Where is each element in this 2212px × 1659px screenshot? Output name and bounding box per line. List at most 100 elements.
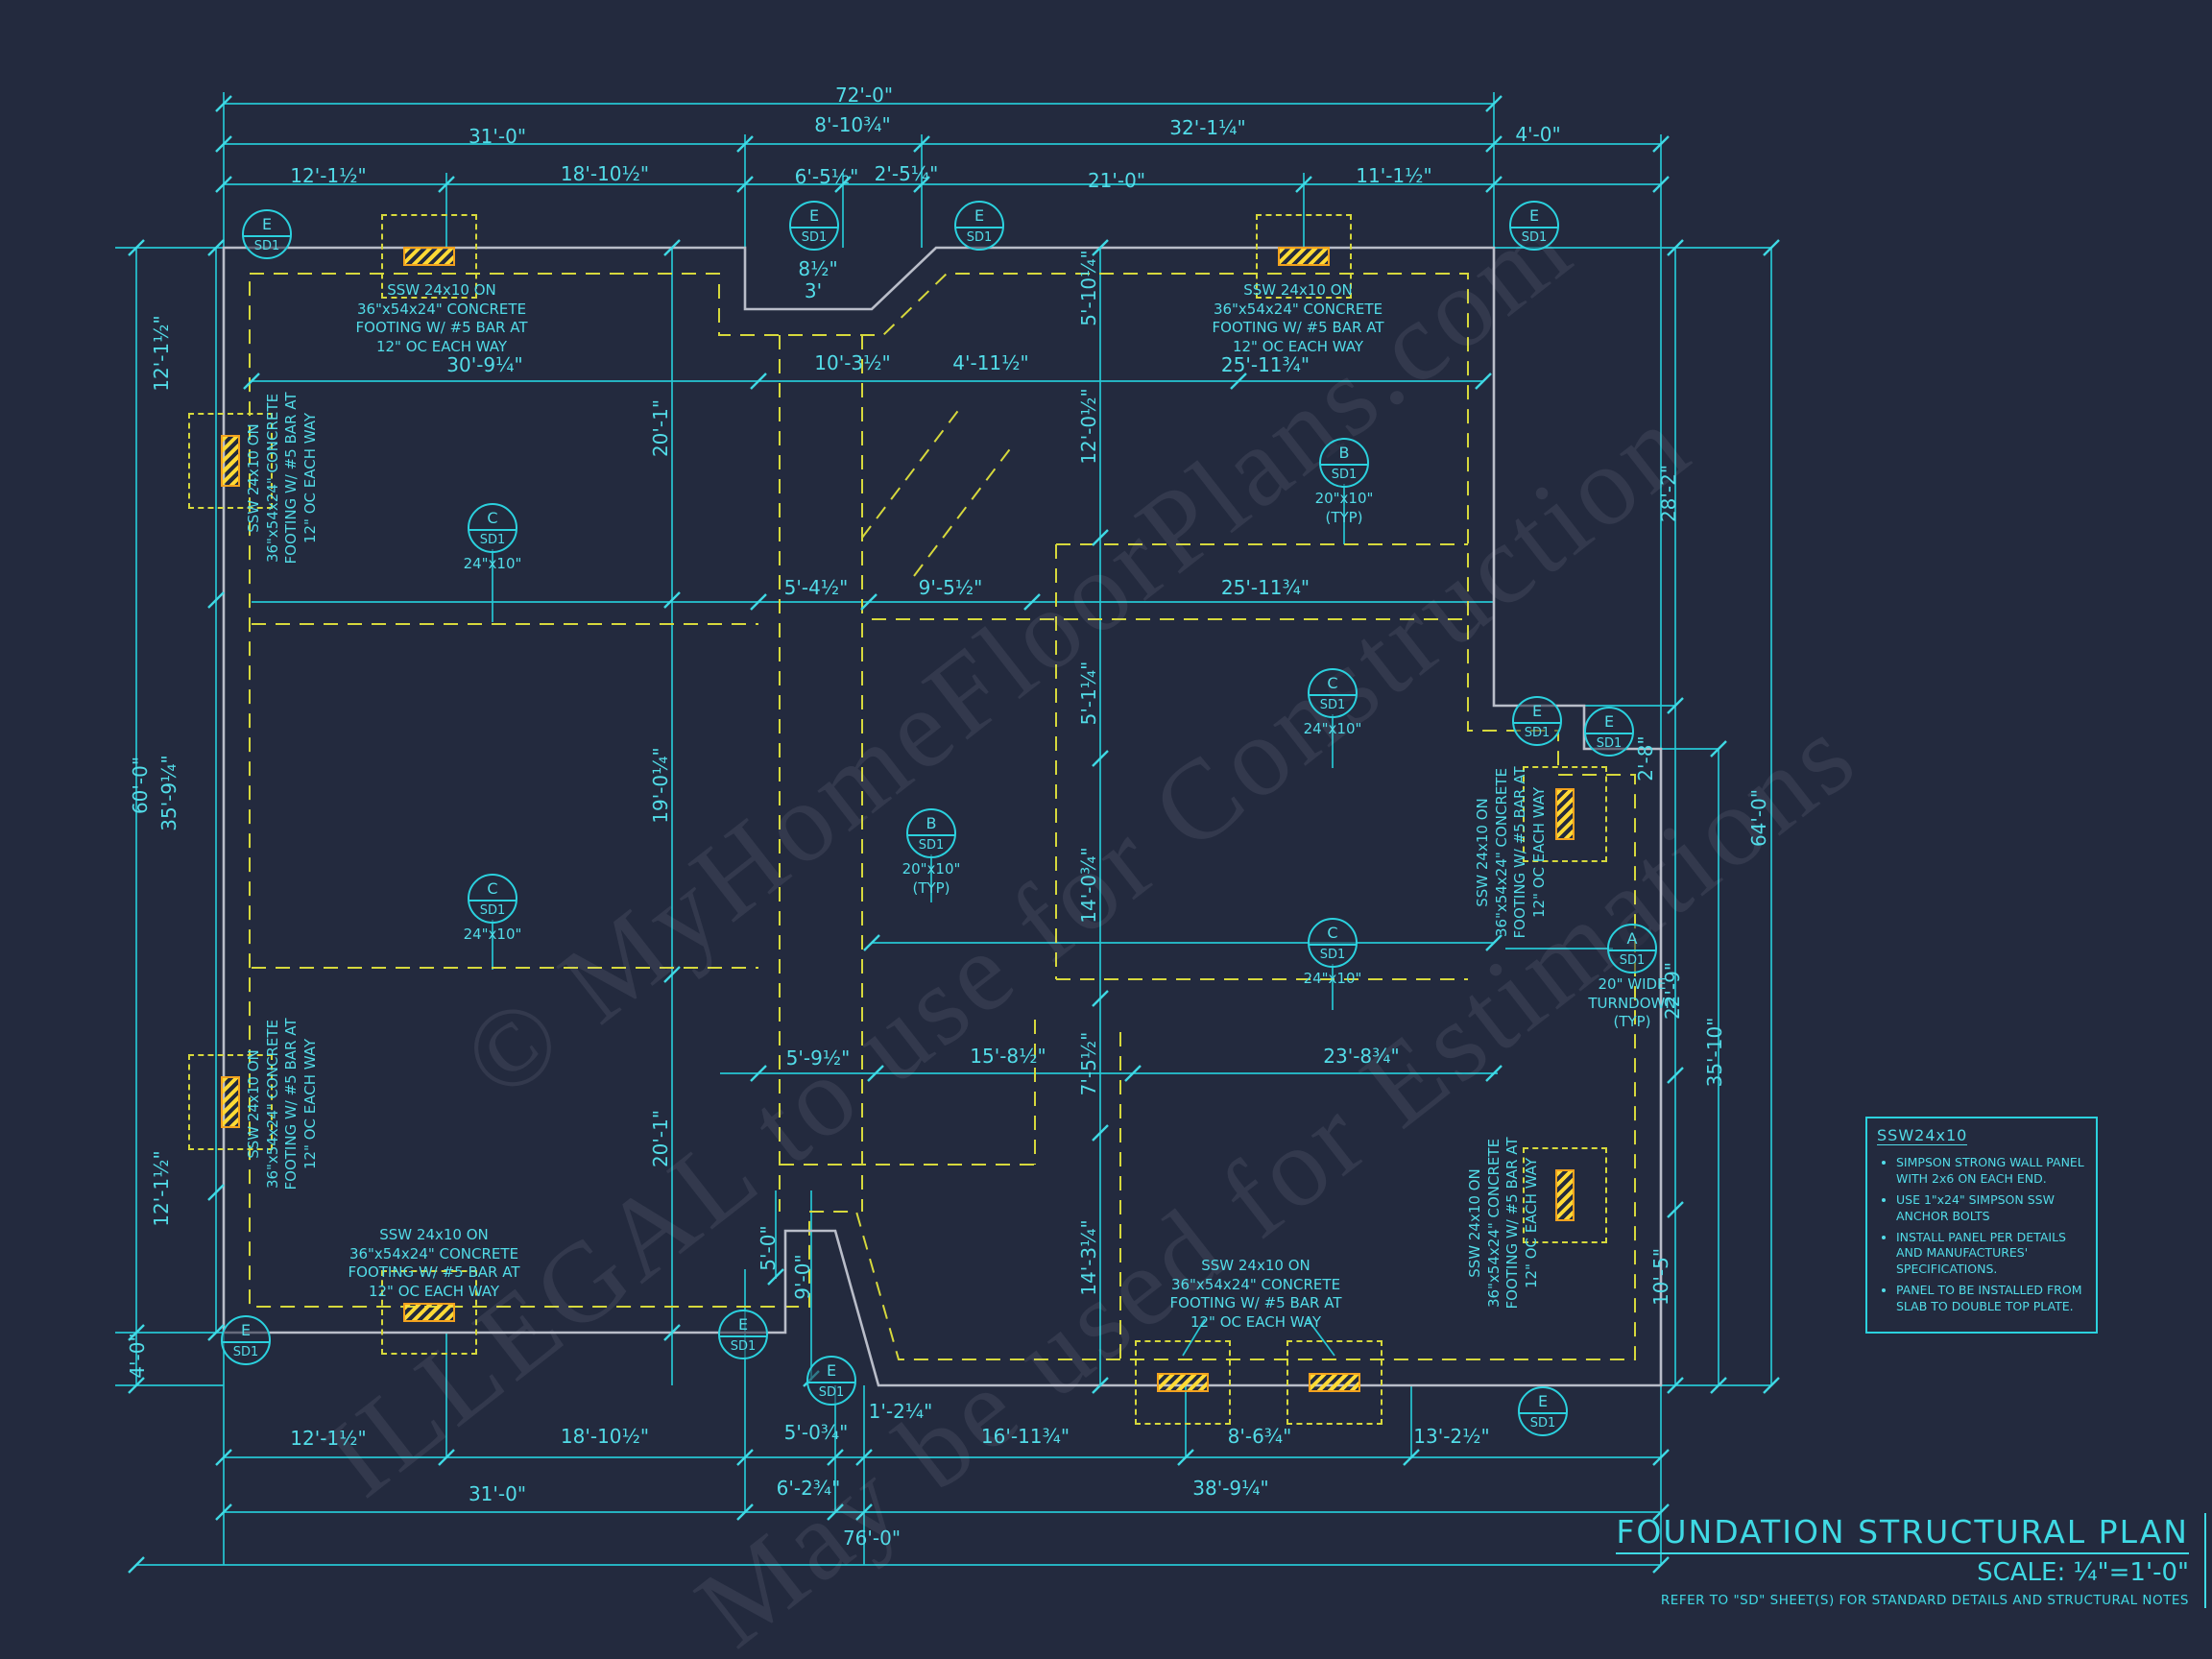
anchor-footing-box <box>381 214 477 299</box>
callout-note-line: 20" WIDE <box>1598 975 1667 993</box>
anchor-bolt-symbol <box>1278 247 1330 266</box>
callout-note-line: 24"x10" <box>463 926 522 943</box>
dim-label: 19'-0¼" <box>649 747 672 824</box>
anchor-footing-box <box>1256 214 1352 299</box>
callout-sheet: SD1 <box>818 1384 845 1400</box>
dim-label: 20'-1" <box>649 1109 672 1168</box>
footing-note-line: 36"x54x24" CONCRETE <box>263 393 281 564</box>
dim-label: 6'-5½" <box>794 165 859 188</box>
callout-letter: C <box>1327 923 1338 942</box>
callout-divider <box>244 234 290 237</box>
callout-divider <box>1310 693 1356 696</box>
anchor-bolt-symbol <box>403 1303 455 1322</box>
detail-callout: E SD1 <box>806 1356 856 1406</box>
anchor-footing-box <box>1286 1340 1382 1425</box>
footing-note-line: 12" OC EACH WAY <box>1529 786 1548 919</box>
dim-label: 25'-11¾" <box>1220 353 1310 376</box>
callout-sheet: SD1 <box>801 229 828 245</box>
footing-note-line: SSW 24x10 ON <box>387 281 496 299</box>
footing-note-line: FOOTING W/ #5 BAR AT <box>1503 1137 1521 1310</box>
anchor-footing-box <box>381 1270 477 1355</box>
callout-letter: E <box>1603 711 1615 731</box>
wall-outline <box>222 246 1663 1387</box>
dim-label: 10'-3½" <box>814 351 891 374</box>
dimension-lines <box>115 92 1772 1566</box>
dim-label: 8'-6¾" <box>1227 1425 1292 1448</box>
drawing-reference-note: REFER TO "SD" SHEET(S) FOR STANDARD DETA… <box>1660 1593 2189 1608</box>
dim-label: 32'-1¼" <box>1169 116 1246 139</box>
dim-label: 5'-0" <box>757 1225 780 1271</box>
callout-note-line: TURNDOWN <box>1588 994 1676 1012</box>
footing-note-line: SSW 24x10 ON <box>245 423 262 533</box>
callout-note: 24"x10" <box>1304 720 1362 739</box>
dim-label: 30'-9¼" <box>446 353 523 376</box>
callout-sheet: SD1 <box>730 1338 757 1354</box>
dim-label: 25'-11¾" <box>1220 576 1310 599</box>
dim-label: 28'-2" <box>1657 464 1680 523</box>
dim-label: 2'-8" <box>1634 735 1657 781</box>
callout-divider <box>1609 949 1655 951</box>
dim-label: 4'-0" <box>126 1333 149 1379</box>
ssw-note-item: INSTALL PANEL PER DETAILS AND MANUFACTUR… <box>1896 1230 2086 1279</box>
dim-label: 12'-1½" <box>290 164 367 187</box>
dim-label: 1'-2¼" <box>868 1400 933 1423</box>
footing-note-line: 36"x54x24" CONCRETE <box>1213 300 1383 318</box>
dim-label: 4'-0" <box>1515 123 1561 146</box>
dim-label: 64'-0" <box>1747 788 1770 848</box>
detail-callout: B SD1 <box>906 808 956 858</box>
callout-note-line: (TYP) <box>1613 1013 1651 1030</box>
anchor-bolt-symbol <box>1157 1373 1209 1392</box>
footing-note-line: 36"x54x24" CONCRETE <box>263 1019 281 1190</box>
dim-label: 38'-9¼" <box>1192 1477 1269 1500</box>
callout-letter: E <box>826 1360 837 1380</box>
dim-label: 2'-5¼" <box>874 162 939 185</box>
ssw-notes-title: SSW24x10 <box>1877 1126 1968 1145</box>
dim-label: 12'-1½" <box>150 315 173 392</box>
callout-divider <box>469 899 516 902</box>
footing-note-line: FOOTING W/ #5 BAR AT <box>1212 319 1384 336</box>
callout-divider <box>1586 732 1632 734</box>
callout-sheet: SD1 <box>253 238 280 253</box>
footing-note-line: 36"x54x24" CONCRETE <box>349 1244 519 1262</box>
dim-label: 14'-3¼" <box>1077 1219 1100 1296</box>
callout-sheet: SD1 <box>1319 697 1346 712</box>
anchor-bolt-symbol <box>1555 1169 1575 1221</box>
callout-letter: E <box>1537 1391 1549 1410</box>
dim-label: 4'-11½" <box>952 351 1029 374</box>
dim-label: 3' <box>804 279 823 302</box>
footing-dashed-lines <box>252 335 1468 1359</box>
callout-sheet: SD1 <box>1521 229 1548 245</box>
callout-note-line: (TYP) <box>1325 508 1363 526</box>
callout-divider <box>808 1381 854 1383</box>
footing-note-line: FOOTING W/ #5 BAR AT <box>282 1018 300 1190</box>
dim-label: 13'-2½" <box>1413 1425 1490 1448</box>
callout-note: 24"x10" <box>464 555 522 574</box>
anchor-bolt-symbol <box>1555 788 1575 840</box>
dim-label: 76'-0" <box>842 1527 902 1550</box>
callout-letter: B <box>926 813 937 832</box>
callout-note-line: (TYP) <box>912 878 950 897</box>
callout-letter: C <box>487 878 498 898</box>
callout-note-line: 24"x10" <box>463 555 522 572</box>
callout-note-line: 24"x10" <box>1303 720 1362 737</box>
drawing-title: FOUNDATION STRUCTURAL PLAN <box>1616 1513 2189 1554</box>
dim-label: 12'-0½" <box>1077 388 1100 465</box>
anchor-bolt-symbol <box>221 1076 240 1128</box>
dim-label: 12'-1½" <box>150 1150 173 1227</box>
anchor-footing-box <box>1523 1147 1607 1243</box>
dim-label: 5'-1¼" <box>1077 661 1100 726</box>
anchor-footing-box <box>1135 1340 1231 1425</box>
callout-sheet: SD1 <box>918 837 945 853</box>
dim-label: 11'-1½" <box>1356 164 1432 187</box>
dim-label: 18'-10½" <box>560 162 650 185</box>
